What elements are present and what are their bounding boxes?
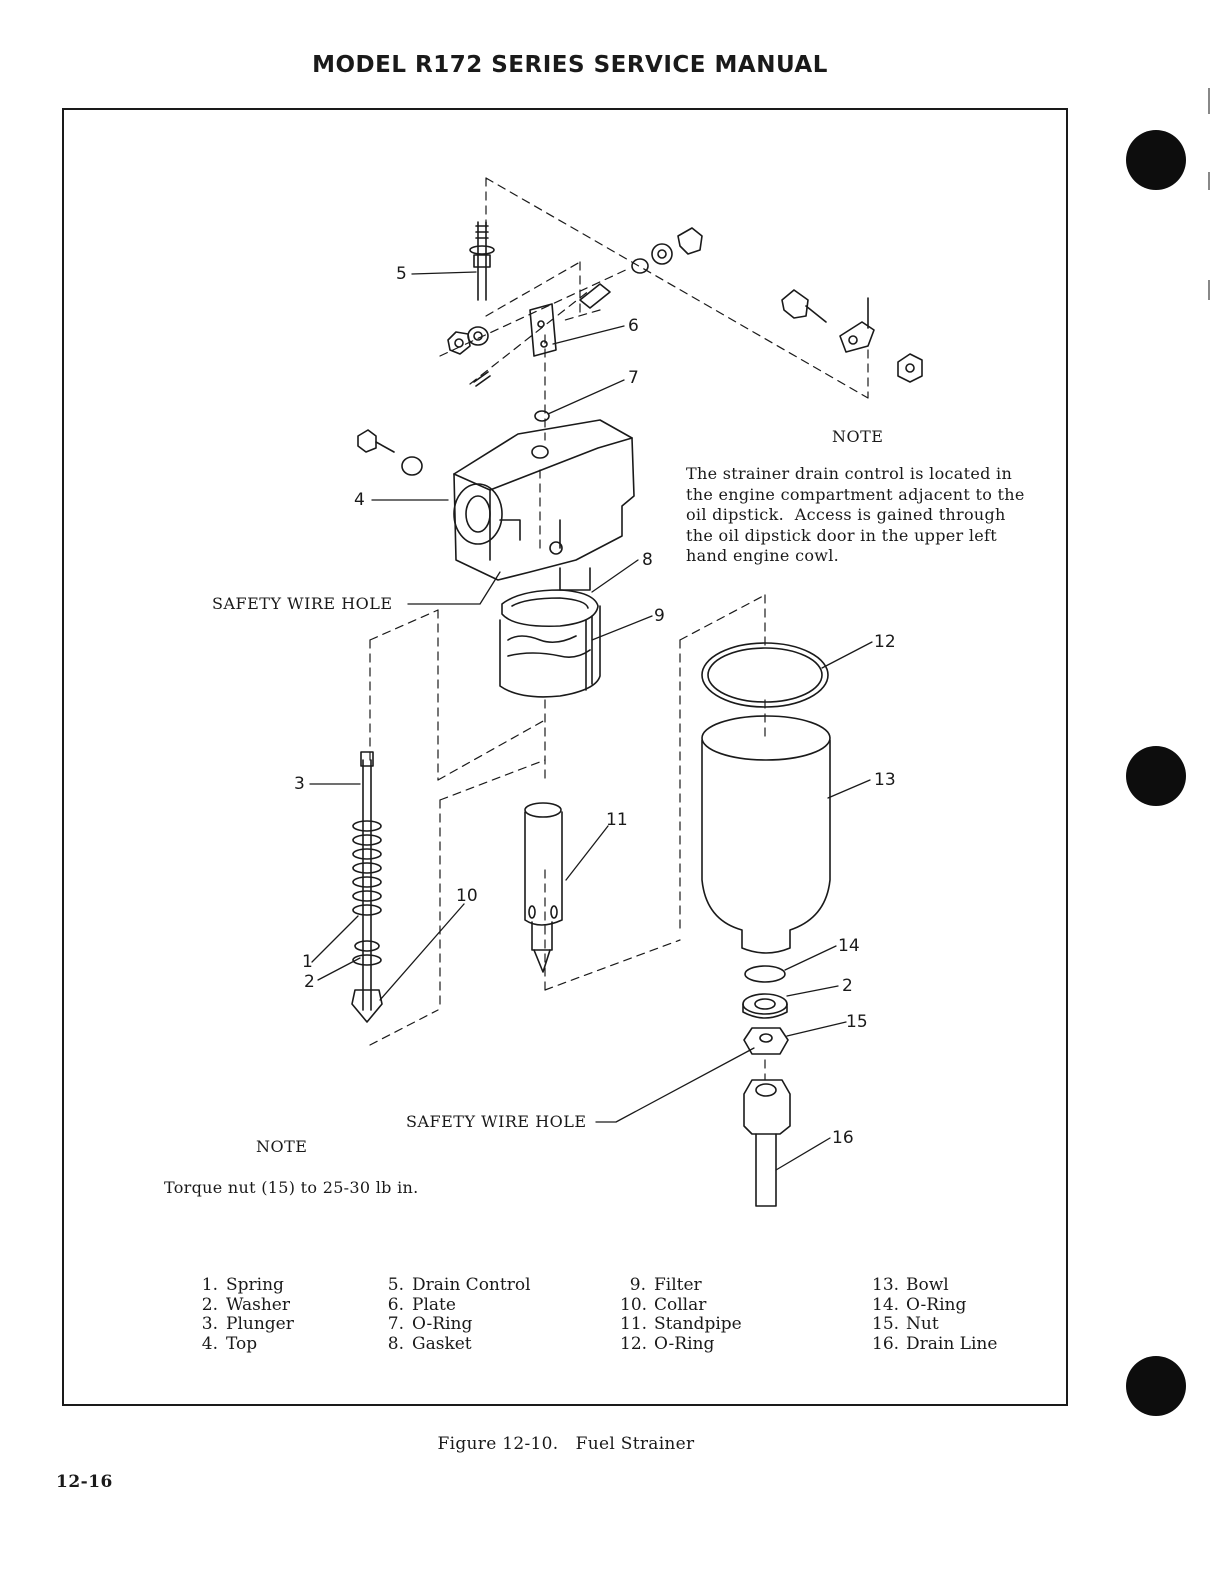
edge-mark [1208,280,1210,300]
page-header: MODEL R172 SERIES SERVICE MANUAL [312,52,828,78]
note-bottom-title: NOTE [256,1137,308,1156]
legend-item: 10.Collar [620,1294,707,1315]
callout-13: 13 [874,770,896,790]
legend-item: 12.O-Ring [620,1333,715,1354]
legend-column: 13.Bowl 14.O-Ring 15.Nut 16.Drain Line [872,1275,998,1354]
note-top-title: NOTE [832,427,884,446]
callout-7: 7 [628,368,639,388]
binder-hole-bottom [1126,1356,1186,1416]
edge-mark [1208,172,1210,190]
legend-item: 3.Plunger [201,1314,294,1335]
legend-item: 11.Standpipe [620,1314,742,1335]
callout-1: 1 [302,952,313,972]
parts-legend: 1.Spring 2.Washer 3.Plunger 4.Top 5.Drai… [192,1275,1032,1356]
legend-item: 9.Filter [629,1275,702,1295]
callout-2-bowl: 2 [842,976,853,996]
note-top-line: oil dipstick. Access is gained through [686,505,1006,524]
legend-item: 4.Top [201,1333,258,1354]
legend-item: 6.Plate [387,1294,456,1315]
callout-2-plunger: 2 [304,972,315,992]
legend-item: 1.Spring [201,1275,284,1295]
note-bottom-text: Torque nut (15) to 25-30 lb in. [164,1178,419,1197]
note-top-text: The strainer drain control is located in… [686,464,1025,567]
edge-mark [1208,88,1210,114]
safety-wire-hole-label-bottom: SAFETY WIRE HOLE [406,1112,587,1131]
callout-4: 4 [354,490,365,510]
legend-item: 7.O-Ring [387,1314,473,1335]
note-top-line: the oil dipstick door in the upper left [686,525,998,545]
figure-frame [62,108,1068,1406]
note-top-line: hand engine cowl. [686,546,840,565]
legend-column: 1.Spring 2.Washer 3.Plunger 4.Top [192,1275,294,1354]
callout-16: 16 [832,1128,854,1148]
callout-11: 11 [606,810,628,830]
note-top-line: the engine compartment adjacent to the [686,484,1025,504]
legend-item: 16.Drain Line [872,1333,998,1354]
callout-14: 14 [838,936,860,956]
figure-caption: Figure 12-10. Fuel Strainer [437,1434,695,1454]
binder-hole-top [1126,130,1186,190]
callout-8: 8 [642,550,653,570]
binder-hole-middle [1126,746,1186,806]
legend-item: 5.Drain Control [387,1275,531,1295]
callout-6: 6 [628,316,639,336]
callout-10: 10 [456,886,478,906]
note-top-line: The strainer drain control is located in [686,464,1013,483]
callout-5: 5 [396,264,407,284]
callout-9: 9 [654,606,665,626]
page-number: 12-16 [56,1472,113,1492]
legend-column: 9.Filter 10.Collar 11.Standpipe 12.O-Rin… [620,1275,742,1354]
legend-item: 15.Nut [872,1314,939,1335]
safety-wire-hole-label-top: SAFETY WIRE HOLE [212,594,393,613]
legend-item: 8.Gasket [387,1333,472,1354]
legend-item: 14.O-Ring [872,1294,967,1315]
legend-item: 13.Bowl [872,1275,949,1295]
callout-15: 15 [846,1012,868,1032]
legend-item: 2.Washer [201,1294,290,1315]
callout-12: 12 [874,632,896,652]
callout-3: 3 [294,774,305,794]
legend-column: 5.Drain Control 6.Plate 7.O-Ring 8.Gaske… [378,1275,531,1354]
